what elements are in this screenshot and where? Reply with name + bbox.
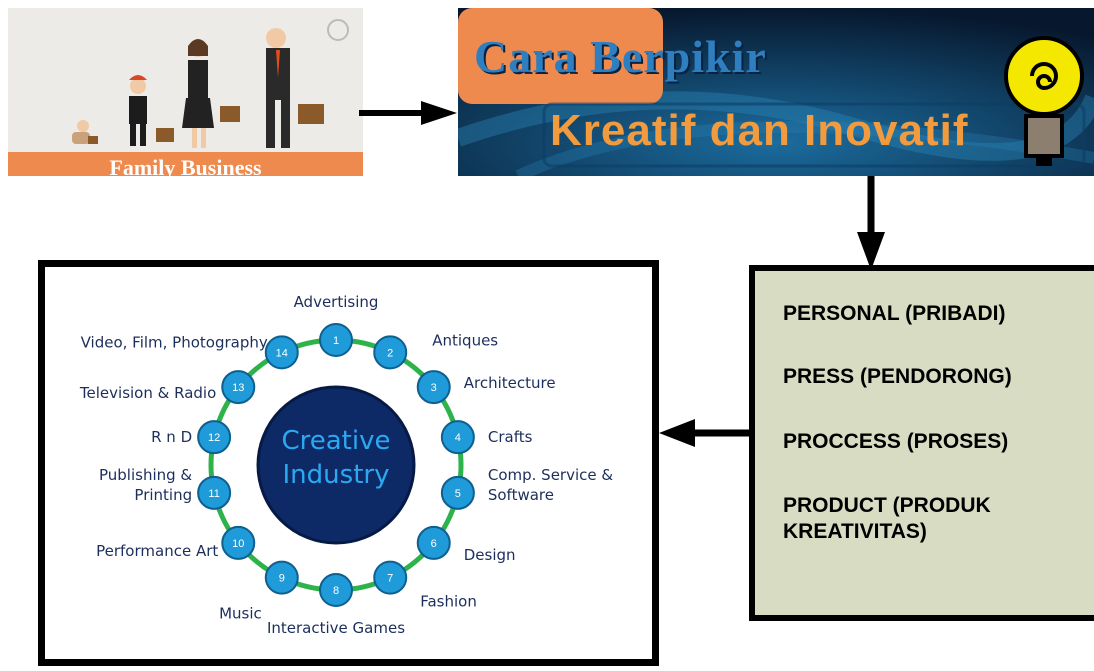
sector-label-7: Fashion bbox=[420, 593, 477, 611]
sector-number: 8 bbox=[333, 585, 339, 597]
sector-label-12: R n D bbox=[151, 428, 192, 446]
sector-node-circle bbox=[197, 420, 232, 455]
sector-label-13: Television & Radio bbox=[79, 384, 216, 402]
banner-background bbox=[458, 8, 1094, 176]
four-p-personal: PERSONAL (PRIBADI) bbox=[783, 302, 1006, 325]
four-p-process: PROCCESS (PROSES) bbox=[783, 430, 1009, 453]
sector-node-circle bbox=[319, 573, 353, 607]
sector-node-13: 13 bbox=[221, 370, 256, 405]
creative-thinking-banner: Cara Berpikir Kreatif dan Inovatif bbox=[458, 8, 1094, 176]
sector-node-circle bbox=[264, 335, 299, 370]
sector-node-circle bbox=[416, 525, 451, 560]
sector-node-circle bbox=[416, 370, 451, 405]
four-p-box: PERSONAL (PRIBADI) PRESS (PENDORONG) PRO… bbox=[749, 265, 1094, 621]
family-business-image: Family Business bbox=[8, 8, 363, 176]
sector-node-circle bbox=[264, 560, 299, 595]
family-business-illustration bbox=[72, 19, 349, 148]
sector-node-7: 7 bbox=[373, 560, 408, 595]
sector-node-3: 3 bbox=[416, 370, 451, 405]
sector-number: 1 bbox=[333, 335, 339, 347]
sector-node-10: 10 bbox=[221, 525, 256, 560]
sector-number: 9 bbox=[279, 573, 285, 585]
sector-number: 13 bbox=[232, 382, 244, 394]
sector-node-4: 4 bbox=[440, 420, 475, 455]
sector-node-circle bbox=[440, 420, 475, 455]
sector-number: 12 bbox=[208, 432, 220, 444]
sector-node-circle bbox=[197, 475, 232, 510]
arrow-left-icon bbox=[659, 419, 751, 447]
sector-number: 3 bbox=[431, 382, 437, 394]
sector-node-circle bbox=[319, 323, 353, 357]
sector-node-8: 8 bbox=[319, 573, 353, 607]
arrow-right-icon bbox=[359, 101, 457, 125]
four-p-product: PRODUCT (PRODUK KREATIVITAS) bbox=[783, 494, 991, 543]
sector-label-8: Interactive Games bbox=[267, 619, 405, 637]
sector-number: 6 bbox=[431, 538, 437, 550]
sector-number: 7 bbox=[387, 573, 393, 585]
lightbulb-icon bbox=[1004, 36, 1084, 166]
family-business-caption: Family Business bbox=[8, 152, 363, 176]
sector-label-3: Architecture bbox=[464, 374, 556, 392]
sector-number: 4 bbox=[455, 432, 461, 444]
sector-label-11: Publishing &Printing bbox=[99, 466, 192, 504]
sector-label-9: Music bbox=[219, 605, 262, 623]
sector-label-2: Antiques bbox=[432, 331, 498, 349]
sector-number: 14 bbox=[276, 347, 288, 359]
sector-label-14: Video, Film, Photography bbox=[81, 333, 268, 351]
sector-label-5: Comp. Service &Software bbox=[488, 466, 614, 504]
sector-label-6: Design bbox=[464, 546, 516, 564]
sector-number: 11 bbox=[208, 488, 219, 500]
sector-node-6: 6 bbox=[416, 525, 451, 560]
sector-node-14: 14 bbox=[264, 335, 299, 370]
industry-center-line1: Creative bbox=[281, 426, 390, 456]
industry-center bbox=[256, 385, 416, 545]
sector-node-circle bbox=[373, 560, 408, 595]
arrow-down-icon bbox=[857, 176, 885, 270]
sector-node-9: 9 bbox=[264, 560, 299, 595]
sector-node-12: 12 bbox=[197, 420, 232, 455]
sector-label-10: Performance Art bbox=[96, 542, 218, 560]
sector-node-circle bbox=[221, 525, 256, 560]
sector-node-1: 1 bbox=[319, 323, 353, 357]
four-p-press: PRESS (PENDORONG) bbox=[783, 365, 1012, 388]
sector-number: 5 bbox=[455, 488, 461, 500]
sector-label-1: Advertising bbox=[294, 293, 379, 311]
sector-node-circle bbox=[440, 475, 475, 510]
sector-node-circle bbox=[373, 335, 408, 370]
industry-center-line2: Industry bbox=[283, 460, 390, 490]
banner-title-line1: Cara Berpikir bbox=[474, 31, 767, 82]
sector-node-11: 11 bbox=[197, 475, 232, 510]
sector-number: 10 bbox=[232, 538, 244, 550]
sector-label-4: Crafts bbox=[488, 428, 533, 446]
sector-node-5: 5 bbox=[440, 475, 475, 510]
sector-number: 2 bbox=[387, 347, 393, 359]
sector-node-circle bbox=[221, 370, 256, 405]
sector-node-2: 2 bbox=[373, 335, 408, 370]
banner-title-line2: Kreatif dan Inovatif bbox=[550, 106, 969, 155]
